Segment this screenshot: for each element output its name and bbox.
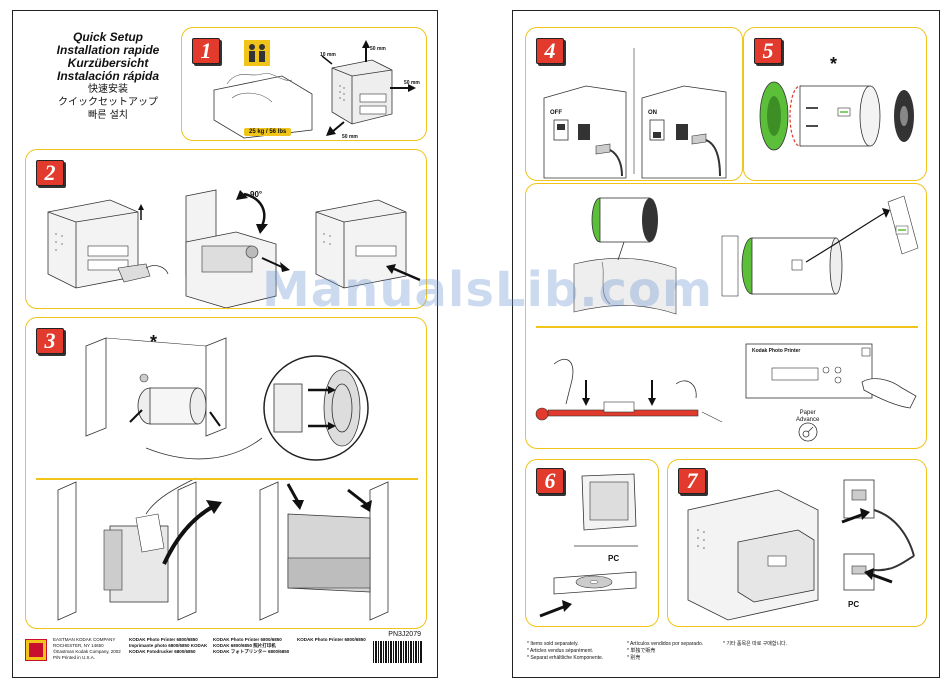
part-number: PN3J2079 xyxy=(388,631,421,638)
step-number: 1 xyxy=(192,38,220,64)
dimension-label: 50 mm xyxy=(404,80,420,86)
title-line: Instalación rápida xyxy=(56,69,160,83)
title-line: Installation rapide xyxy=(56,43,160,57)
step-1-illustration xyxy=(213,40,416,139)
rotation-angle: 90° xyxy=(250,190,263,199)
power-off-label: OFF xyxy=(550,110,562,116)
asterisk-mark: * xyxy=(150,332,158,352)
step-1-panel: 1 10 mm 50 mm 50 mm 50 mm 25 k xyxy=(181,27,427,141)
asterisk-mark: * xyxy=(830,54,838,74)
step-divider xyxy=(36,478,418,480)
step-7-panel: 7 PC xyxy=(667,459,927,627)
notes-col2: * Artículos vendidos por separado. * 単独で… xyxy=(627,641,704,661)
notes-col1: * Items sold separately. * Articles vend… xyxy=(527,641,604,661)
title-cjk: 快速安装 xyxy=(88,84,128,95)
step-number: 4 xyxy=(536,38,564,64)
power-on-label: ON xyxy=(648,110,657,116)
dimension-label: 50 mm xyxy=(342,134,358,140)
step-5-top-panel: 5 * xyxy=(743,27,927,181)
printer-names-col3: KODAK Photo Printer 6800/6850 xyxy=(297,637,366,642)
paper-advance-label: Paper Advance xyxy=(796,410,820,423)
step-5-bottom-panel: Kodak Photo Printer Paper Advance xyxy=(525,183,927,449)
step-3-panel: 3 xyxy=(25,317,427,629)
step-4-panel: 4 OFF ON xyxy=(525,27,743,181)
step-5-loading-illustration xyxy=(535,195,919,442)
barcode xyxy=(373,641,423,663)
pc-label: PC xyxy=(608,554,620,563)
step-2-panel: 2 90 xyxy=(25,149,427,309)
step-6-illustration xyxy=(539,473,638,618)
step-7-illustration xyxy=(687,479,915,621)
pc-label: PC xyxy=(848,600,860,609)
right-page: 4 OFF ON 5 xyxy=(512,10,940,678)
step-6-panel: 6 PC xyxy=(525,459,659,627)
step-divider xyxy=(536,326,918,328)
step-number: 5 xyxy=(754,38,782,64)
step-5-illustration xyxy=(759,81,914,151)
dimension-label: 50 mm xyxy=(370,46,386,52)
title-line: Kurzübersicht xyxy=(67,56,149,70)
company-address: EASTMAN KODAK COMPANY ROCHESTER, NY 1465… xyxy=(53,637,121,660)
dimension-label: 10 mm xyxy=(320,52,336,58)
step-4-illustration xyxy=(543,48,727,179)
kodak-logo xyxy=(25,639,47,661)
step-number: 7 xyxy=(678,468,706,494)
step-number: 3 xyxy=(36,328,64,354)
title-cjk: 빠른 설치 xyxy=(88,110,128,121)
quick-setup-title: Quick Setup Installation rapide Kurzüber… xyxy=(33,31,183,122)
weight-label: 25 kg / 56 lbs xyxy=(244,128,292,136)
title-cjk: クイックセットアップ xyxy=(58,97,158,108)
printer-names-col1: KODAK Photo Printer 6800/6850 Imprimante… xyxy=(129,637,208,654)
left-page: Quick Setup Installation rapide Kurzüber… xyxy=(12,10,438,678)
two-person-icon xyxy=(244,40,270,66)
printer-names-col2: KODAK Photo Printer 6800/6850 KODAK 6800… xyxy=(213,637,290,654)
step-number: 2 xyxy=(36,160,64,186)
step-2-illustration xyxy=(47,189,421,308)
notes-col3: * 기타 품목은 따로 구매합니다. xyxy=(723,641,788,647)
title-line: Quick Setup xyxy=(72,30,143,44)
step-number: 6 xyxy=(536,468,564,494)
left-footer: EASTMAN KODAK COMPANY ROCHESTER, NY 1465… xyxy=(13,625,437,677)
step-3-illustration xyxy=(57,337,389,621)
panel-brand: Kodak Photo Printer xyxy=(752,348,801,354)
